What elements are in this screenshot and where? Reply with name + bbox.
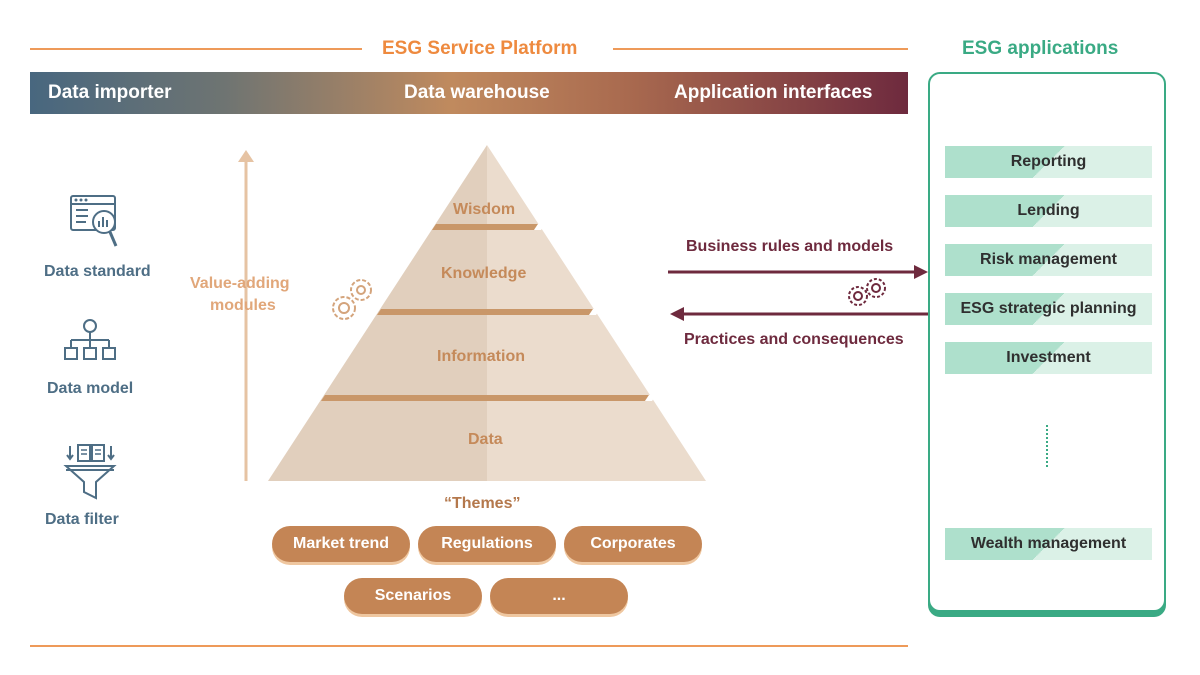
app-item-wealth-management[interactable]: Wealth management — [945, 528, 1152, 560]
app-item-risk-management[interactable]: Risk management — [945, 244, 1152, 276]
app-item-investment[interactable]: Investment — [945, 342, 1152, 374]
pyramid-level-wisdom: Wisdom — [453, 201, 516, 218]
theme-pill-regulations[interactable]: Regulations — [418, 526, 556, 562]
themes-title: “Themes” — [444, 495, 521, 512]
pyramid-band-1 — [432, 224, 538, 230]
pyramid-level-data: Data — [468, 431, 503, 448]
pyramid-level-information: Information — [437, 348, 525, 365]
gears-small-icon — [848, 278, 886, 306]
applications-ellipsis — [1046, 425, 1048, 467]
theme-pill-corporates[interactable]: Corporates — [564, 526, 702, 562]
value-adding-label-2: modules — [210, 297, 276, 314]
band-label-warehouse: Data warehouse — [404, 82, 550, 103]
value-adding-arrow — [238, 150, 254, 481]
theme-pill-scenarios[interactable]: Scenarios — [344, 578, 482, 614]
data-standard-icon — [70, 195, 118, 247]
value-adding-label-1: Value-adding — [190, 275, 290, 292]
app-item-reporting[interactable]: Reporting — [945, 146, 1152, 178]
flow-inbound-arrow — [670, 307, 930, 321]
data-model-label: Data model — [47, 380, 134, 397]
data-standard-label: Data standard — [44, 263, 151, 280]
flow-outbound-arrow — [668, 265, 928, 279]
pyramid-level-knowledge: Knowledge — [441, 265, 527, 282]
band-label-importer: Data importer — [48, 82, 172, 103]
theme-pill-market-trend[interactable]: Market trend — [272, 526, 410, 562]
flow-outbound-label: Business rules and models — [686, 238, 894, 255]
data-model-icon — [64, 319, 116, 360]
theme-pill-more[interactable]: ... — [490, 578, 628, 614]
app-item-lending[interactable]: Lending — [945, 195, 1152, 227]
pyramid-band-3 — [321, 395, 649, 401]
app-item-esg-strategic-planning[interactable]: ESG strategic planning — [945, 293, 1152, 325]
data-filter-icon — [63, 444, 117, 500]
pyramid-band-2 — [377, 309, 593, 315]
flow-inbound-label: Practices and consequences — [684, 331, 904, 348]
header-rule-left — [30, 48, 362, 50]
apps-title: ESG applications — [962, 38, 1119, 59]
platform-band: Data importer Data warehouse Application… — [30, 72, 908, 114]
data-filter-label: Data filter — [45, 511, 119, 528]
header-rule-right — [613, 48, 908, 50]
footer-rule — [30, 645, 908, 647]
gears-icon — [332, 279, 372, 320]
band-label-interfaces: Application interfaces — [674, 82, 873, 103]
platform-title: ESG Service Platform — [382, 38, 578, 59]
knowledge-pyramid — [268, 145, 706, 481]
